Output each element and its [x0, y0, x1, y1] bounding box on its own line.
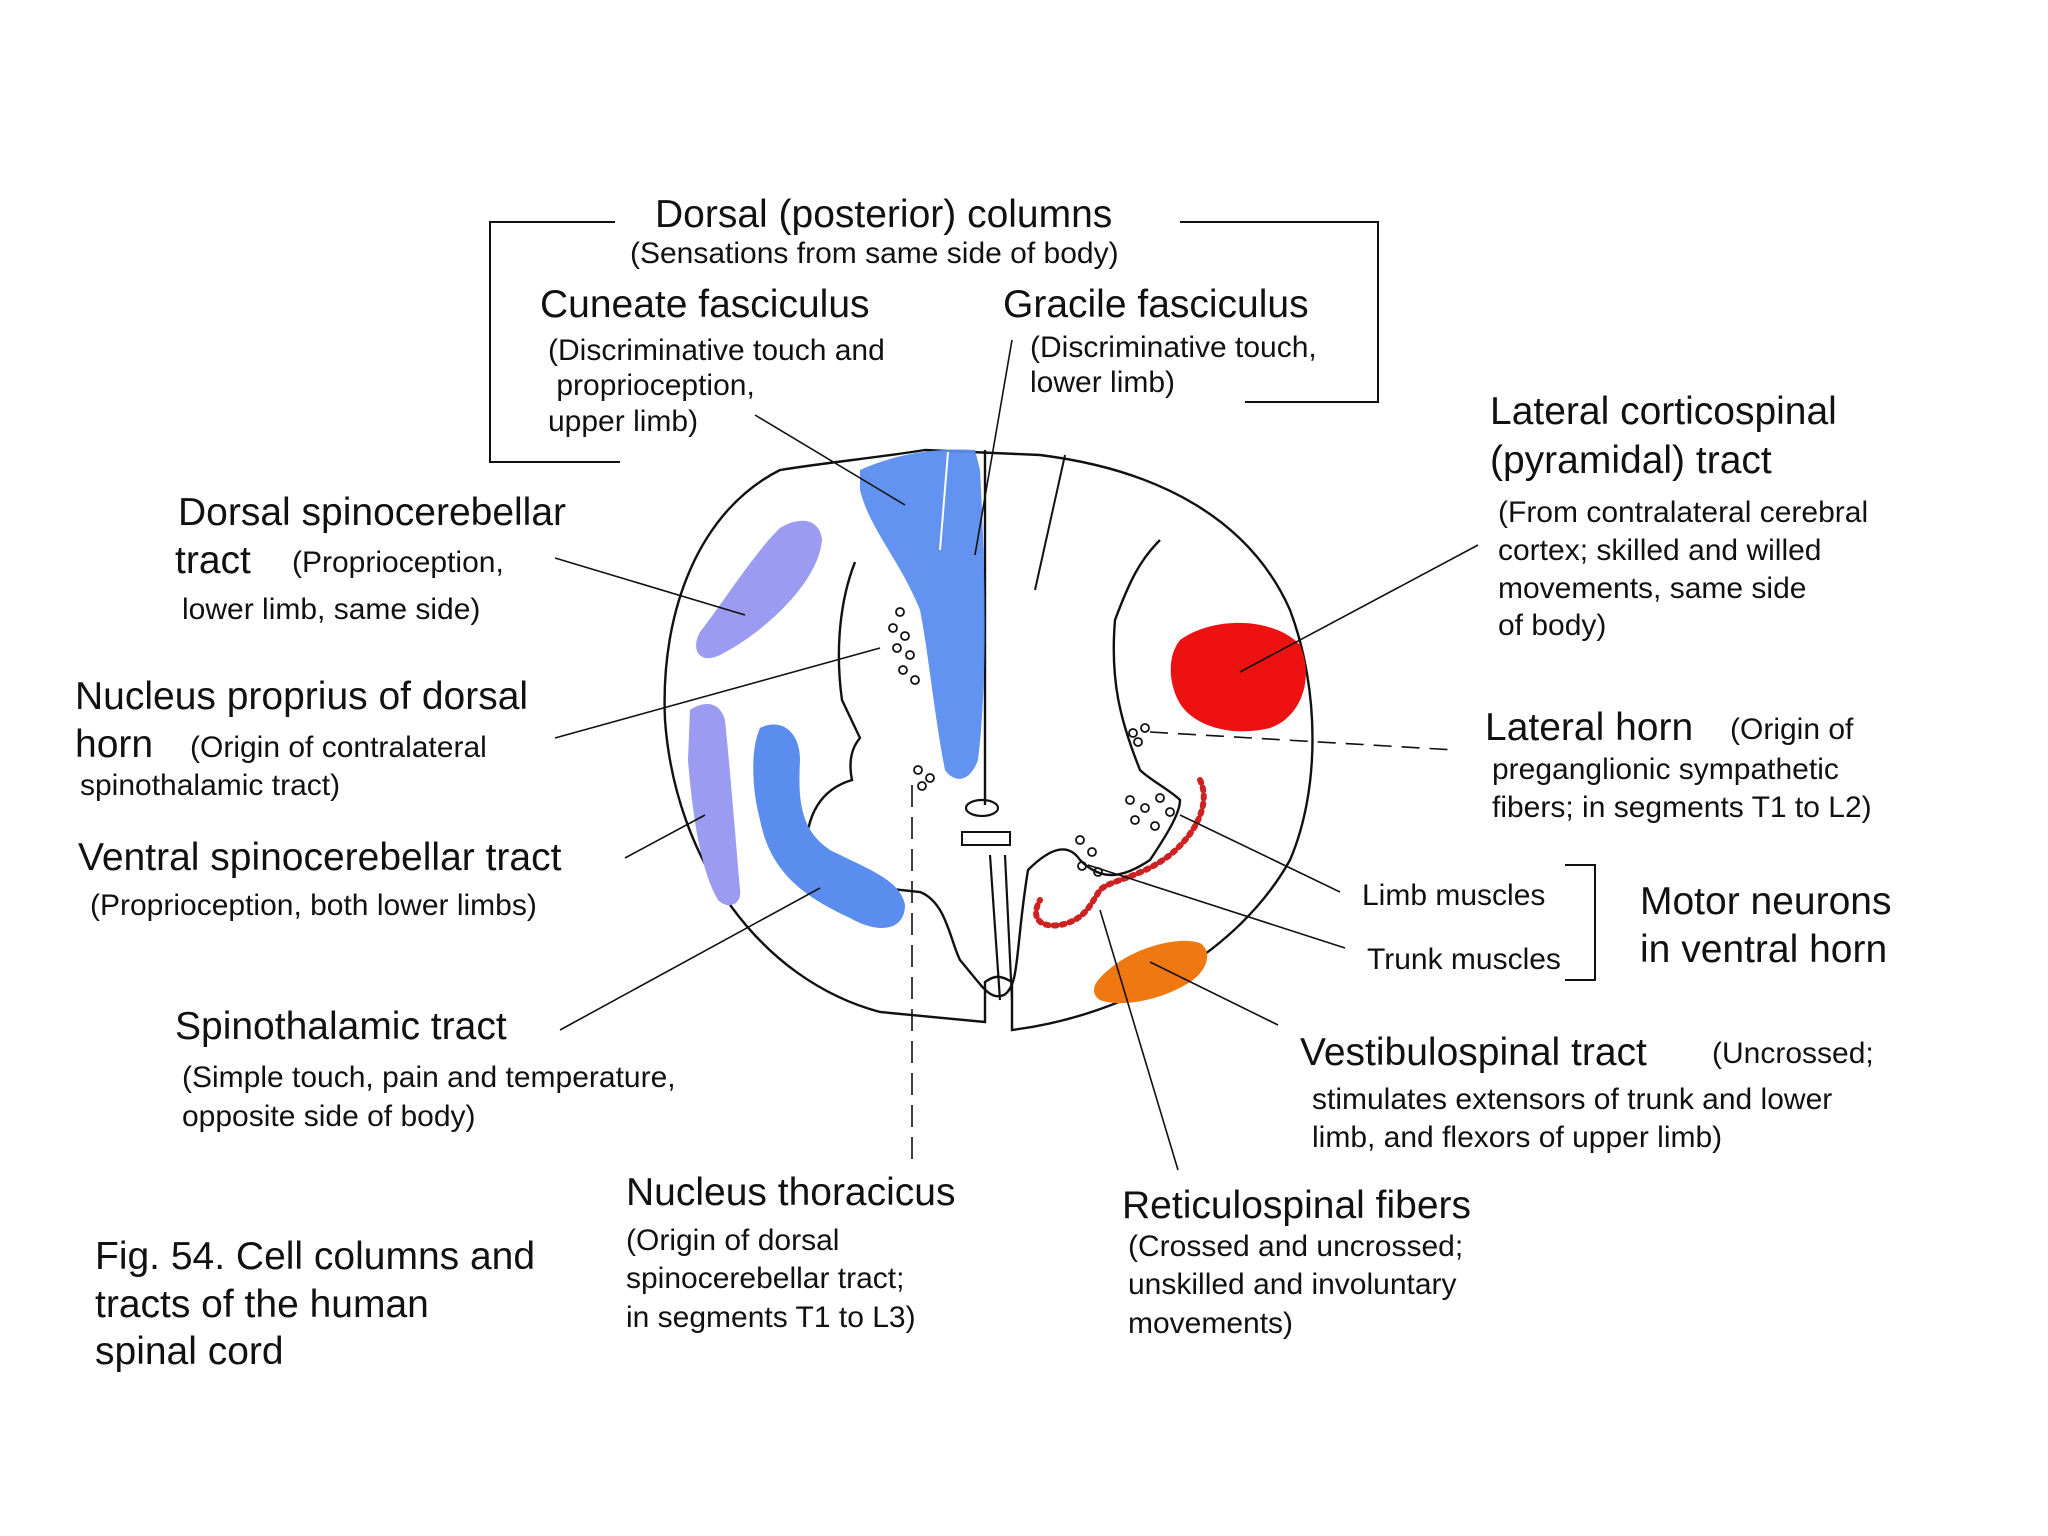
- gracile-desc-line: lower limb): [1030, 366, 1176, 400]
- motor-neurons-line: Motor neurons: [1640, 880, 1892, 923]
- lateral-horn-title: Lateral horn: [1485, 706, 1694, 749]
- dorsal-spinocerebellar-desc-2: lower limb, same side): [182, 593, 481, 626]
- nucleus-proprius-desc-2: spinothalamic tract): [80, 769, 341, 802]
- nucleus-thoracicus-title: Nucleus thoracicus: [626, 1171, 956, 1214]
- dorsal-spinocerebellar-title-2: tract: [175, 539, 251, 582]
- leader-lines: [554, 339, 1479, 1171]
- leader-vestibulospinal: [1149, 961, 1279, 1026]
- reticulospinal-desc: (Crossed and uncrossed; unskilled and in…: [1128, 1228, 1463, 1343]
- figure-caption: Fig. 54. Cell columns and tracts of the …: [95, 1233, 535, 1376]
- leader-nucleus-proprius: [554, 647, 881, 739]
- lateral-corticospinal-title: Lateral corticospinal (pyramidal) tract: [1490, 388, 1837, 486]
- vestibulospinal-title: Vestibulospinal tract: [1300, 1031, 1647, 1074]
- lateral-corticospinal-desc: (From contralateral cerebral cortex; ski…: [1498, 494, 1868, 645]
- cuneate-desc: (Discriminative touch and proprioception…: [548, 333, 885, 439]
- leader-gracile: [974, 339, 1013, 556]
- motor-neuron-dots: [1075, 793, 1175, 877]
- ventral-spinocerebellar-desc: (Proprioception, both lower limbs): [90, 889, 537, 922]
- motor-neurons-label: Motor neurons in ventral horn: [1640, 878, 1891, 973]
- leader-cuneate: [754, 414, 906, 506]
- vestibulospinal-tract: [1094, 940, 1208, 1004]
- trunk-muscles-label: Trunk muscles: [1367, 943, 1561, 976]
- lateral-corticospinal-desc-line: cortex; skilled and willed: [1498, 533, 1822, 567]
- lateral-horn-desc-2: preganglionic sympathetic: [1492, 753, 1839, 786]
- leader-lateral-corticospinal: [1239, 544, 1479, 673]
- nucleus-thoracicus-desc-line: (Origin of dorsal: [626, 1224, 840, 1257]
- dorsal-columns-bracket: [489, 221, 1379, 463]
- nucleus-thoracicus-desc-line: spinocerebellar tract;: [626, 1262, 905, 1296]
- nucleus-proprius-title-1: Nucleus proprius of dorsal: [75, 675, 529, 718]
- figure-caption-line: tracts of the human: [95, 1282, 429, 1326]
- nucleus-thoracicus-desc: (Origin of dorsal spinocerebellar tract;…: [626, 1222, 916, 1337]
- figure-caption-line: spinal cord: [95, 1330, 284, 1374]
- nucleus-proprius-desc-1: (Origin of contralateral: [190, 731, 487, 764]
- spinothalamic-desc: (Simple touch, pain and temperature, opp…: [182, 1058, 676, 1136]
- lateral-corticospinal-desc-line: movements, same side: [1498, 571, 1807, 605]
- leader-ventral-spinocerebellar: [624, 814, 706, 859]
- lateral-corticospinal-desc-line: of body): [1498, 609, 1607, 643]
- leader-limb-muscles: [1179, 814, 1341, 893]
- lateral-corticospinal-title-line: (pyramidal) tract: [1490, 438, 1772, 482]
- dorsal-spinocerebellar-title-1: Dorsal spinocerebellar: [178, 491, 567, 534]
- leader-reticulospinal: [1099, 909, 1179, 1171]
- nucleus-proprius-title-2: horn: [75, 723, 154, 766]
- spinothalamic-tract: [753, 724, 905, 928]
- lateral-corticospinal-title-line: Lateral corticospinal: [1490, 390, 1837, 433]
- ventral-median-fissure: [988, 854, 1014, 1001]
- cuneate-desc-line: upper limb): [548, 404, 699, 438]
- nucleus-proprius-dots: [888, 607, 935, 791]
- commissure: [961, 831, 1011, 846]
- reticulospinal-title: Reticulospinal fibers: [1122, 1184, 1472, 1227]
- lateral-horn-dots: [1128, 723, 1150, 747]
- cuneate-title: Cuneate fasciculus: [540, 283, 870, 326]
- spinothalamic-title: Spinothalamic tract: [175, 1005, 507, 1048]
- dorsal-columns-tract: [860, 449, 985, 779]
- vestibulospinal-desc-1: (Uncrossed;: [1712, 1037, 1874, 1070]
- grey-matter-outline: [804, 539, 1182, 998]
- spinothalamic-desc-line: (Simple touch, pain and temperature,: [182, 1061, 676, 1094]
- lateral-horn-desc-1: (Origin of: [1730, 713, 1854, 746]
- motor-neurons-line: in ventral horn: [1640, 927, 1888, 971]
- leader-spinothalamic: [559, 887, 821, 1031]
- lateral-corticospinal-tract: [1170, 622, 1306, 732]
- gracile-desc: (Discriminative touch, lower limb): [1030, 330, 1317, 401]
- reticulospinal-fibers: [1033, 777, 1207, 929]
- dorsal-columns-desc: (Sensations from same side of body): [630, 237, 1119, 270]
- dorsal-columns-title: Dorsal (posterior) columns: [655, 193, 1113, 236]
- dorsal-spinocerebellar-tract: [696, 520, 822, 659]
- motor-neurons-bracket: [1565, 864, 1596, 981]
- reticulospinal-desc-line: movements): [1128, 1306, 1294, 1340]
- dorsal-spinocerebellar-desc-1: (Proprioception,: [292, 546, 504, 579]
- reticulospinal-desc-line: unskilled and involuntary: [1128, 1268, 1457, 1302]
- nucleus-thoracicus-desc-line: in segments T1 to L3): [626, 1300, 916, 1334]
- cuneate-desc-line: proprioception,: [548, 369, 755, 403]
- leader-trunk-muscles: [1087, 864, 1346, 949]
- cuneate-desc-line: (Discriminative touch and: [548, 334, 885, 367]
- central-canal: [964, 798, 1000, 818]
- lateral-corticospinal-desc-line: (From contralateral cerebral: [1498, 496, 1869, 529]
- leader-lateral-horn: [1149, 731, 1456, 751]
- vestibulospinal-desc-3: limb, and flexors of upper limb): [1312, 1121, 1723, 1154]
- lateral-horn-desc-3: fibers; in segments T1 to L2): [1492, 791, 1872, 824]
- ventral-spinocerebellar-tract: [688, 704, 741, 906]
- limb-muscles-label: Limb muscles: [1362, 879, 1546, 912]
- figure-caption-line: Fig. 54. Cell columns and: [95, 1235, 536, 1278]
- dorsal-intermediate-line: [1034, 454, 1066, 591]
- gracile-desc-line: (Discriminative touch,: [1030, 331, 1317, 364]
- reticulospinal-desc-line: (Crossed and uncrossed;: [1128, 1230, 1464, 1263]
- vestibulospinal-desc-2: stimulates extensors of trunk and lower: [1312, 1083, 1833, 1116]
- gracile-title: Gracile fasciculus: [1003, 283, 1309, 326]
- ventral-spinocerebellar-title: Ventral spinocerebellar tract: [78, 836, 562, 879]
- spinothalamic-desc-line: opposite side of body): [182, 1100, 476, 1133]
- leader-dorsal-spinocerebellar: [554, 557, 746, 616]
- cuneate-gracile-division: [939, 451, 949, 551]
